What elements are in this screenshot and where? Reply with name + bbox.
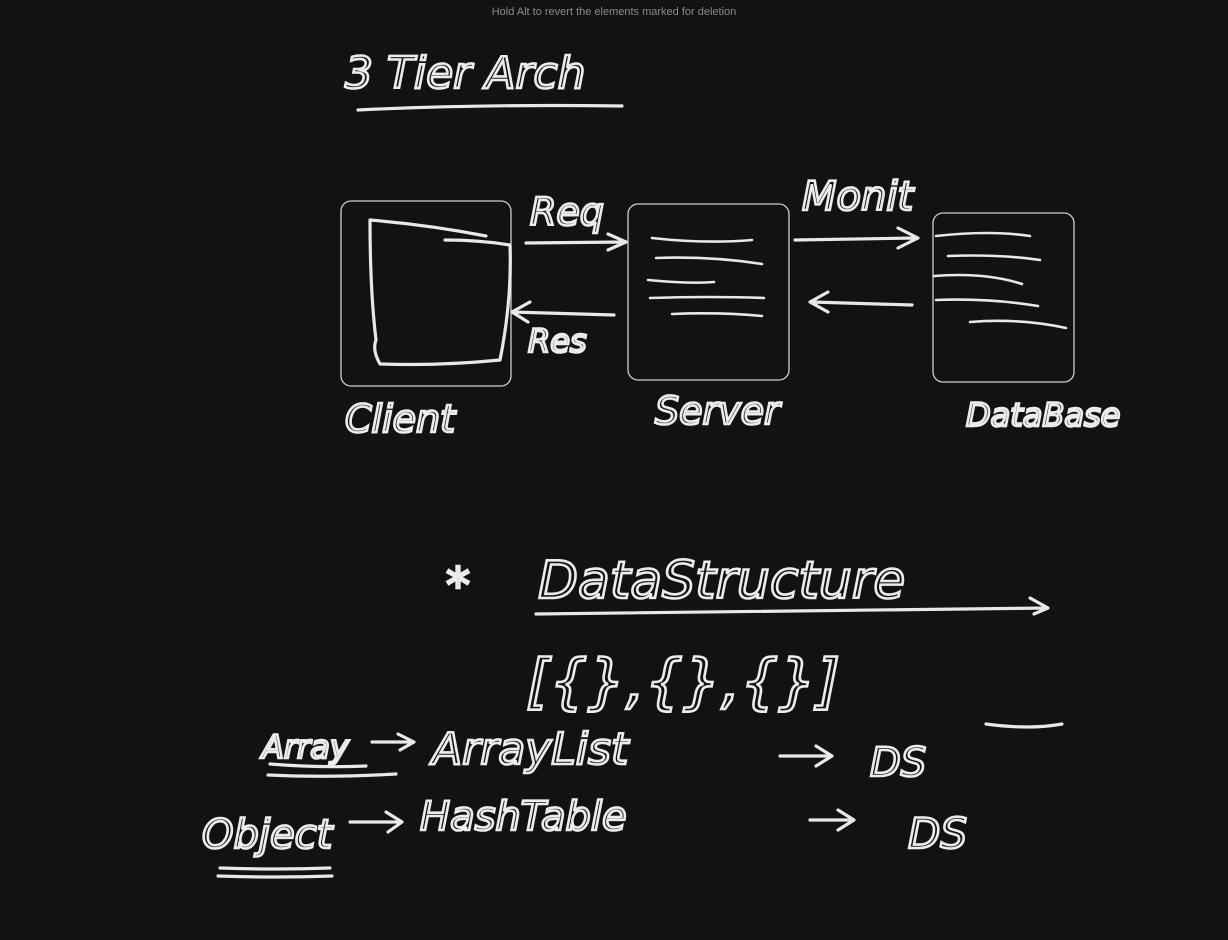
datastructure-underline[interactable] bbox=[534, 596, 1050, 616]
client-screen-shape[interactable] bbox=[368, 218, 512, 367]
monit-label[interactable]: Monit bbox=[801, 173, 916, 222]
database-selection-frame[interactable] bbox=[932, 212, 1075, 383]
arraylist-arrow[interactable] bbox=[778, 744, 834, 768]
title-3-tier-arch[interactable]: 3 Tier Arch bbox=[344, 47, 587, 101]
database-label[interactable]: DataBase bbox=[965, 395, 1122, 436]
server-lines[interactable] bbox=[646, 236, 766, 318]
array-label[interactable]: Array bbox=[259, 727, 351, 768]
monit-arrow[interactable] bbox=[793, 226, 920, 250]
client-selection-frame[interactable] bbox=[340, 200, 512, 387]
hashtable-arrow[interactable] bbox=[808, 808, 856, 832]
arraylist-label[interactable]: ArrayList bbox=[428, 723, 632, 777]
star-bullet[interactable]: * bbox=[445, 557, 472, 616]
ds-label-object[interactable]: DS bbox=[907, 808, 969, 860]
brackets-notation[interactable]: [{},{},{}] bbox=[525, 646, 842, 719]
object-arrow[interactable] bbox=[348, 810, 404, 834]
array-arrow[interactable] bbox=[370, 732, 416, 752]
client-label[interactable]: Client bbox=[344, 396, 459, 443]
response-label[interactable]: Res bbox=[527, 321, 588, 362]
server-selection-frame[interactable] bbox=[627, 203, 790, 381]
database-lines[interactable] bbox=[932, 231, 1068, 330]
ds-label-array[interactable]: DS bbox=[869, 739, 928, 788]
deletion-hint: Hold Alt to revert the elements marked f… bbox=[491, 6, 737, 18]
object-label[interactable]: Object bbox=[201, 811, 335, 860]
request-label[interactable]: Req bbox=[529, 189, 606, 236]
object-underline[interactable] bbox=[216, 866, 334, 879]
request-arrow[interactable] bbox=[524, 232, 628, 252]
hashtable-label[interactable]: HashTable bbox=[419, 793, 628, 842]
server-label[interactable]: Server bbox=[654, 388, 784, 435]
brackets-underline[interactable] bbox=[984, 722, 1064, 729]
array-underline[interactable] bbox=[266, 762, 398, 778]
datastructure-heading[interactable]: DataStructure bbox=[537, 550, 907, 613]
db-return-arrow[interactable] bbox=[808, 290, 914, 314]
response-arrow[interactable] bbox=[510, 300, 616, 324]
title-underline[interactable] bbox=[356, 103, 624, 112]
